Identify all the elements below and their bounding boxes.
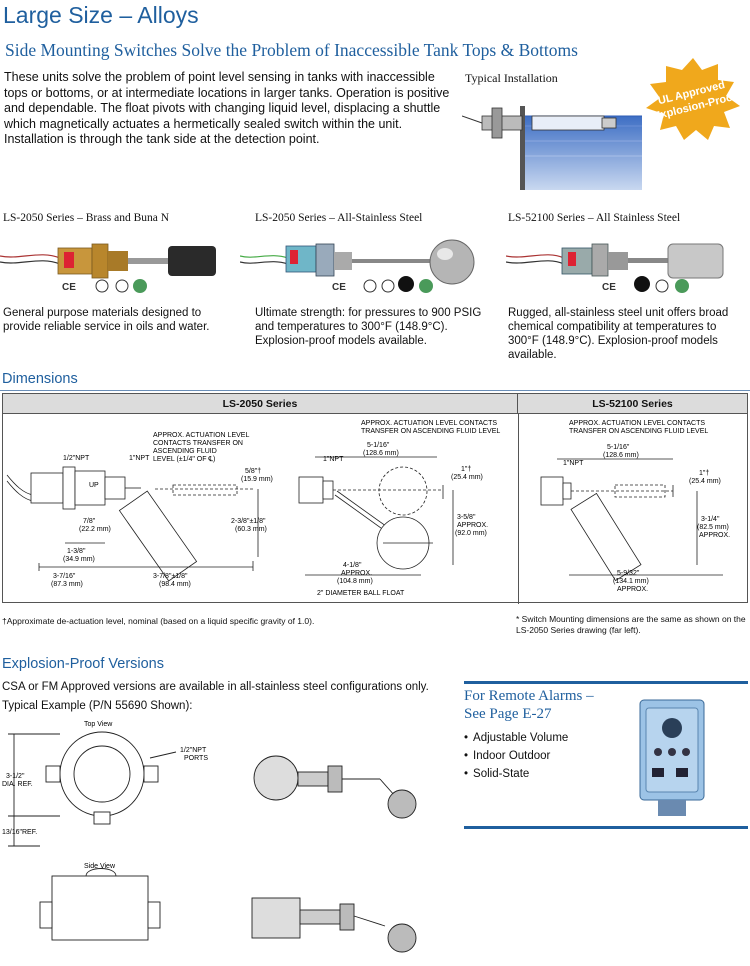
d1-d58: 5/8"† xyxy=(245,468,261,475)
alarm-feature-item: Solid-State xyxy=(464,768,529,780)
page-subtitle: Side Mounting Switches Solve the Problem… xyxy=(5,40,578,60)
d2-npt-one: 1"NPT xyxy=(323,456,344,463)
explosion-proof-text: CSA or FM Approved versions are availabl… xyxy=(2,681,429,693)
d2-d1mm: (25.4 mm) xyxy=(451,474,483,481)
d1-d138: 1-3/8" xyxy=(67,548,86,555)
d2-float: 2" DIAMETER BALL FLOAT xyxy=(317,590,405,597)
d1-d3-716mm: (87.3 mm) xyxy=(51,581,83,588)
alarm-feature-item: Indoor Outdoor xyxy=(464,750,550,762)
d1-npt-one: 1"NPT xyxy=(129,455,150,462)
d3-d1: 1"† xyxy=(699,470,709,477)
d3-npt-one: 1"NPT xyxy=(563,460,584,467)
ul-approved-badge: UL Approved Explosion-Proof xyxy=(646,58,740,140)
product-desc-brass: General purpose materials designed to pr… xyxy=(3,307,210,333)
ports-line1: 1/2"NPT xyxy=(180,747,207,754)
product-image-stainless: CE xyxy=(240,239,475,293)
d3-d5-116mm: (128.6 mm) xyxy=(603,452,639,459)
product-desc-stainless: Ultimate strength: for pressures to 900 … xyxy=(255,307,482,347)
top-view-label: Top View xyxy=(84,721,113,728)
drawing-ls2050-brass: 1/2"NPT 1"NPT UP APPROX. ACTUATION LEVEL… xyxy=(6,432,273,588)
d2-act-2: TRANSFER ON ASCENDING FLUID LEVEL xyxy=(361,428,500,435)
d3-act-2: TRANSFER ON ASCENDING FLUID LEVEL xyxy=(569,428,708,435)
product-image-52100: CE xyxy=(506,243,724,293)
drawing-ls52100: APPROX. ACTUATION LEVEL CONTACTS TRANSFE… xyxy=(540,420,730,593)
dim-divider xyxy=(518,414,519,604)
d3-d1mm: (25.4 mm) xyxy=(689,478,721,485)
d3-d5-932: 5-9/32" xyxy=(617,570,640,577)
footnote-deactuation: †Approximate de-actuation level, nominal… xyxy=(2,616,315,626)
d2-d3-58: 3-5/8" xyxy=(457,514,476,521)
svg-text:CE: CE xyxy=(332,282,346,293)
d3-d3-14b: APPROX. xyxy=(699,532,730,539)
footnote-switch-mounting: * Switch Mounting dimensions are the sam… xyxy=(516,614,746,635)
dim-header-ls2050: LS-2050 Series xyxy=(3,394,518,414)
remote-alarms-title: For Remote Alarms – xyxy=(464,688,594,704)
installation-illustration xyxy=(462,106,642,190)
ref-label: 13/16"REF. xyxy=(2,829,37,836)
product-title-brass: LS-2050 Series – Brass and Buna N xyxy=(3,212,170,224)
d2-d5-116: 5-1/16" xyxy=(367,442,390,449)
remote-alarms-link[interactable]: See Page E-27 xyxy=(464,706,552,722)
d2-d4-18: 4-1/8" xyxy=(343,562,362,569)
d3-d3-14: 3-1/4" xyxy=(701,516,720,523)
d1-d58mm: (15.9 mm) xyxy=(241,476,273,483)
d3-act-1: APPROX. ACTUATION LEVEL CONTACTS xyxy=(569,420,705,427)
product-title-52100: LS-52100 Series – All Stainless Steel xyxy=(508,212,681,224)
d1-d78: 7/8" xyxy=(83,518,96,525)
d2-d4-18mm: (104.8 mm) xyxy=(337,578,373,585)
d1-d3-78: 3-7/8"±1/8" xyxy=(153,573,188,580)
d3-d5-116: 5-1/16" xyxy=(607,444,630,451)
d1-act-4: LEVEL (±1/4" OF ℄) xyxy=(153,456,215,463)
d3-d5-932b: APPROX. xyxy=(617,586,648,593)
product-desc-52100: Rugged, all-stainless steel unit offers … xyxy=(508,307,729,361)
product-title-stainless: LS-2050 Series – All-Stainless Steel xyxy=(255,212,423,224)
explosion-proof-drawings: Top View Side View 3-1/2" DIA. REF. 1/2"… xyxy=(2,721,417,953)
product-image-brass: CE xyxy=(0,243,216,293)
d1-d3-78mm: (98.4 mm) xyxy=(159,581,191,588)
d1-d2-38: 2-3/8"±1/8" xyxy=(231,518,266,525)
dim-header-ls52100: LS-52100 Series xyxy=(518,394,747,414)
d2-d4-18b: APPROX. xyxy=(341,570,372,577)
dimensions-rule xyxy=(0,390,750,391)
side-view-label: Side View xyxy=(84,863,116,870)
d1-d2-38mm: (60.3 mm) xyxy=(235,526,267,533)
dimensions-table: LS-2050 Series LS-52100 Series 1/2"NPT 1… xyxy=(2,393,748,604)
d1-act-3: ASCENDING FLUID xyxy=(153,448,217,455)
d1-d138mm: (34.9 mm) xyxy=(63,556,95,563)
d1-act-1: APPROX. ACTUATION LEVEL xyxy=(153,432,249,439)
explosion-proof-heading: Explosion-Proof Versions xyxy=(2,656,164,672)
d2-act-1: APPROX. ACTUATION LEVEL CONTACTS xyxy=(361,420,497,427)
d1-d78mm: (22.2 mm) xyxy=(79,526,111,533)
drawing-ls2050-stainless: APPROX. ACTUATION LEVEL CONTACTS TRANSFE… xyxy=(298,420,500,597)
cert-marks-icon: CE xyxy=(62,282,76,293)
intro-paragraph: These units solve the problem of point l… xyxy=(4,70,450,146)
d3-d3-14mm: (82.5 mm) xyxy=(697,524,729,531)
d1-d3-716: 3-7/16" xyxy=(53,573,76,580)
dimensions-heading: Dimensions xyxy=(2,371,78,387)
remote-alarms-box: For Remote Alarms – See Page E-27 Adjust… xyxy=(464,681,748,829)
page-title: Large Size – Alloys xyxy=(3,2,199,28)
d1-npt-half: 1/2"NPT xyxy=(63,455,90,462)
installation-label: Typical Installation xyxy=(465,71,558,85)
dia-line2: DIA. REF. xyxy=(2,781,33,788)
d2-d5-116mm: (128.6 mm) xyxy=(363,450,399,457)
d3-d5-932mm: (134.1 mm) xyxy=(613,578,649,585)
d1-up: UP xyxy=(89,482,99,489)
dia-line1: 3-1/2" xyxy=(6,773,25,780)
typical-example-label: Typical Example (P/N 55690 Shown): xyxy=(2,700,193,712)
d2-d1: 1"† xyxy=(461,466,471,473)
alarm-unit-image xyxy=(639,699,705,816)
svg-text:CE: CE xyxy=(602,282,616,293)
d2-d3-58b: APPROX. xyxy=(457,522,488,529)
alarm-feature-item: Adjustable Volume xyxy=(464,732,568,744)
d1-act-2: CONTACTS TRANSFER ON xyxy=(153,440,243,447)
d2-d3-58mm: (92.0 mm) xyxy=(455,530,487,537)
ports-line2: PORTS xyxy=(184,755,208,762)
